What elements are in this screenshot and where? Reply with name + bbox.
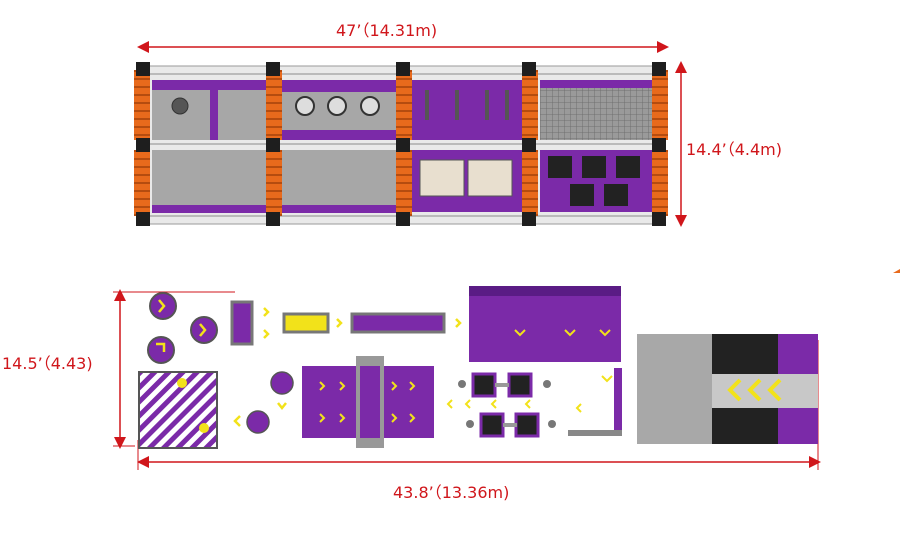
ladder-icon bbox=[396, 70, 412, 140]
ladder-columns bbox=[134, 70, 668, 216]
spin-disc-icon bbox=[327, 96, 347, 116]
ladder-icon bbox=[652, 150, 668, 216]
marker-dot bbox=[177, 378, 187, 388]
spin-disc-icon bbox=[295, 96, 315, 116]
bottom-height-label: 14.5’（4.43) bbox=[2, 354, 93, 373]
stepping-disc bbox=[147, 336, 175, 364]
trampoline-icon bbox=[582, 156, 606, 178]
ring-rope bbox=[455, 90, 459, 120]
arrow-chevron-icon bbox=[601, 375, 613, 383]
spin-disc-icon bbox=[360, 96, 380, 116]
ladder-icon bbox=[266, 70, 282, 140]
ladder-icon bbox=[522, 150, 538, 216]
monkey-bar-post bbox=[614, 368, 622, 434]
ring-rope bbox=[425, 90, 429, 120]
ladder-icon bbox=[266, 150, 282, 216]
ladder-icon bbox=[652, 70, 668, 140]
ring-rope bbox=[485, 90, 489, 120]
cargo-net bbox=[540, 80, 655, 140]
landing-floor bbox=[637, 334, 713, 444]
bay-5-strip bbox=[152, 205, 267, 213]
arrow-chevron-icon bbox=[233, 415, 241, 427]
arrow-chevron-icon bbox=[319, 381, 416, 423]
ladder-icon bbox=[134, 70, 150, 140]
bottom-width-label: 43.8’（13.36m) bbox=[393, 483, 510, 502]
bay-1-divider bbox=[210, 90, 218, 140]
top-width-label: 47’（14.31m) bbox=[336, 21, 438, 40]
foam-pit-upper bbox=[712, 334, 778, 374]
bay-2-bottom-strip bbox=[282, 130, 397, 140]
foam-block bbox=[778, 408, 818, 444]
trampoline-icon bbox=[616, 156, 640, 178]
ring-rope bbox=[505, 90, 509, 120]
bay-1-top-strip bbox=[152, 80, 267, 90]
wooden-balance-board bbox=[467, 159, 513, 197]
arrow-chevron-icon bbox=[263, 329, 270, 339]
monkey-bar bbox=[568, 430, 622, 436]
wooden-balance-board bbox=[419, 159, 465, 197]
bay-4-top-strip bbox=[540, 80, 655, 88]
run-lane bbox=[712, 374, 818, 408]
edge-mark bbox=[893, 269, 900, 273]
arrow-chevron-icon bbox=[514, 329, 611, 337]
bay-3-top bbox=[412, 80, 522, 140]
center-walkway-inner bbox=[360, 366, 380, 438]
bay-2-top-strip bbox=[282, 80, 397, 92]
stepping-disc bbox=[270, 371, 294, 395]
top-view bbox=[134, 41, 687, 227]
ladder-icon bbox=[134, 150, 150, 216]
arrow-chevron-icon bbox=[199, 323, 207, 337]
trampoline-icon bbox=[604, 184, 628, 206]
trampoline-icon bbox=[548, 156, 572, 178]
trampoline-icon bbox=[471, 372, 497, 398]
stepping-disc bbox=[246, 410, 270, 434]
fan-icon bbox=[171, 97, 189, 115]
trampoline-icon bbox=[570, 184, 594, 206]
arrow-chevron-icon bbox=[158, 299, 166, 313]
foam-block bbox=[778, 334, 818, 374]
arrow-chevron-icon bbox=[277, 402, 287, 411]
arrow-chevron-icon bbox=[727, 378, 782, 402]
arrow-chevron-icon bbox=[336, 318, 343, 328]
arrow-chevron-icon bbox=[263, 307, 270, 317]
foam-pit-lower bbox=[712, 408, 778, 444]
balance-beam-long bbox=[350, 312, 446, 334]
marker-dot bbox=[199, 423, 209, 433]
floor-plan bbox=[113, 286, 821, 470]
trampoline-icon bbox=[514, 412, 540, 438]
arrow-chevron-icon bbox=[446, 399, 582, 413]
frame-posts bbox=[136, 62, 666, 226]
bay-6-strip bbox=[282, 205, 397, 213]
ladder-icon bbox=[522, 70, 538, 140]
ladder-icon bbox=[396, 150, 412, 216]
wall-climb-icon bbox=[469, 292, 621, 362]
trampoline-cluster bbox=[458, 372, 556, 438]
balance-beam-yellow bbox=[282, 312, 330, 334]
top-height-label: 14.4’（4.4m) bbox=[686, 140, 782, 159]
trampoline-icon bbox=[479, 412, 505, 438]
bay-5 bbox=[152, 150, 267, 212]
balance-beam-vertical bbox=[230, 300, 254, 346]
trampoline-icon bbox=[507, 372, 533, 398]
bay-6 bbox=[282, 150, 397, 212]
wall-climb-top bbox=[469, 286, 621, 296]
arrow-chevron-icon bbox=[156, 342, 166, 352]
arrow-chevron-icon bbox=[455, 318, 462, 328]
